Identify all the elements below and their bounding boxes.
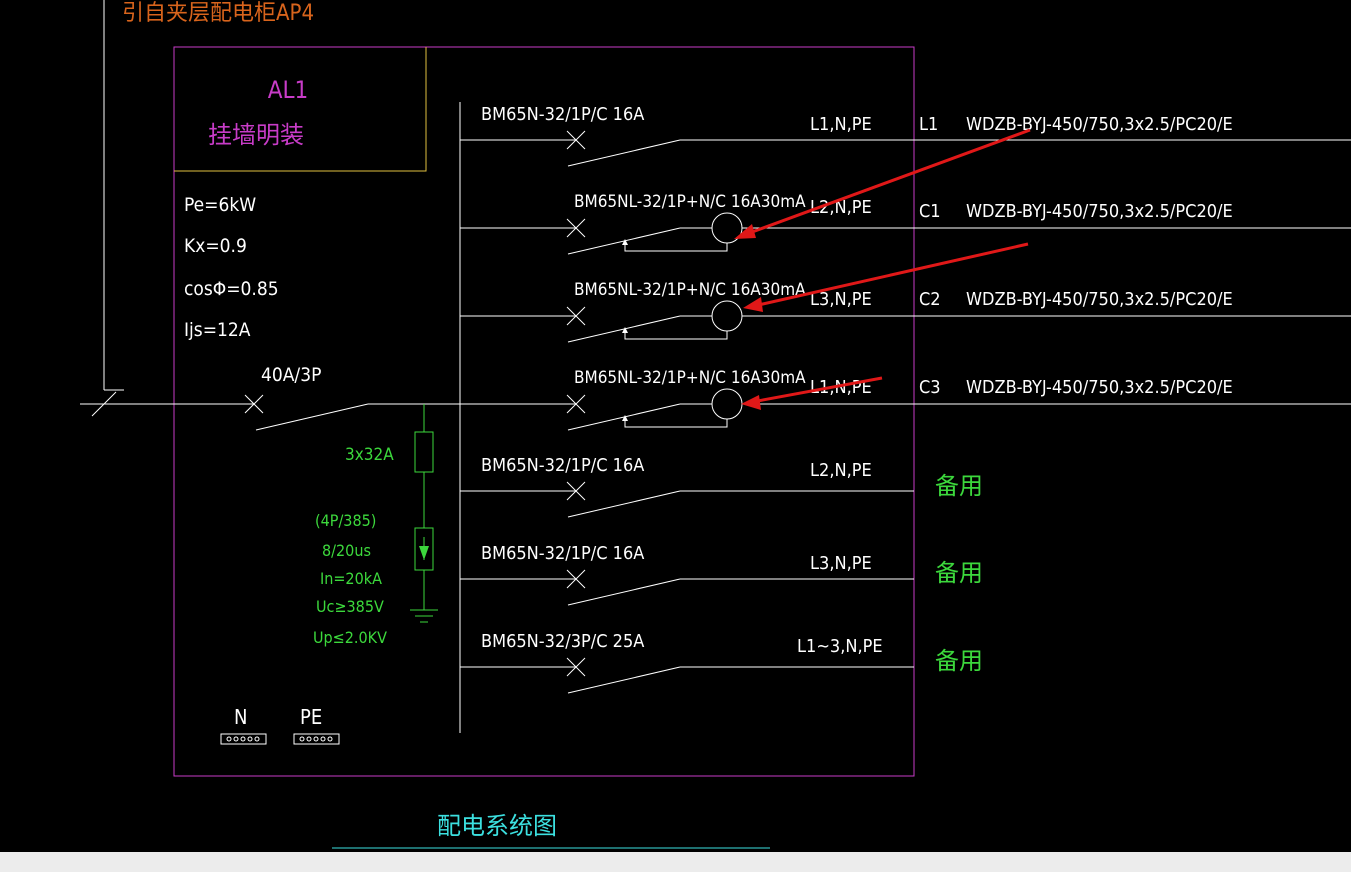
circuit-phase: L3,N,PE [810, 553, 872, 574]
circuit-row-l1[interactable]: BM65N-32/1P/C 16A L1,N,PE L1 WDZB-BYJ-45… [460, 104, 1351, 167]
circuit-id: C3 [919, 377, 941, 398]
panel-enclosure [173, 46, 915, 777]
spare-label: 备用 [935, 559, 983, 587]
circuit-phase: L1,N,PE [810, 114, 872, 135]
circuit-cable-spec: WDZB-BYJ-450/750,3x2.5/PC20/E [966, 201, 1233, 222]
n-terminal-bar [220, 733, 267, 745]
circuit-row-spare-1[interactable]: BM65N-32/1P/C 16A L2,N,PE 备用 [460, 455, 983, 518]
breaker-contact [567, 578, 681, 606]
circuit-row-c1[interactable]: BM65NL-32/1P+N/C 16A30mA L2,N,PE C1 WDZB… [460, 192, 1351, 255]
panel-name: AL1 [268, 76, 309, 104]
circuit-cable-spec: WDZB-BYJ-450/750,3x2.5/PC20/E [966, 289, 1233, 310]
circuit-id: C2 [919, 289, 941, 310]
spare-label: 备用 [935, 472, 983, 500]
rcd-sensor-icon [711, 388, 743, 420]
pe-terminal-bar [293, 733, 340, 745]
main-breaker-symbol [244, 394, 369, 431]
circuit-breaker-model: BM65N-32/1P/C 16A [481, 543, 644, 564]
circuit-id: L1 [919, 114, 938, 135]
circuit-phase: L2,N,PE [810, 197, 872, 218]
breaker-contact [567, 666, 681, 694]
spd-spec-wave: 8/20us [322, 541, 371, 560]
circuit-row-spare-2[interactable]: BM65N-32/1P/C 16A L3,N,PE 备用 [460, 543, 983, 606]
circuit-row-c3[interactable]: BM65NL-32/1P+N/C 16A30mA L1,N,PE C3 WDZB… [460, 368, 1351, 431]
circuit-breaker-model: BM65NL-32/1P+N/C 16A30mA [574, 368, 806, 388]
main-line-tick [91, 391, 117, 417]
spd-spec-uc: Uc≥385V [316, 597, 384, 616]
spd-fuse-rating: 3x32A [345, 445, 394, 465]
breaker-contact [567, 139, 681, 167]
n-bus-label: N [234, 705, 247, 729]
circuit-cable-spec: WDZB-BYJ-450/750,3x2.5/PC20/E [966, 114, 1233, 135]
panel-mount-type: 挂墙明装 [208, 121, 304, 149]
annotation-arrows [734, 128, 1031, 410]
pe-bus-label: PE [300, 705, 322, 729]
drawing-title: 配电系统图 [437, 812, 557, 840]
rcd-sensor-icon [711, 300, 743, 332]
rcd-trip-link [624, 416, 728, 428]
circuit-row-spare-3[interactable]: BM65N-32/3P/C 25A L1~3,N,PE 备用 [460, 631, 983, 694]
spd-spec-pole: (4P/385) [315, 511, 376, 530]
spd-fuse-symbol [414, 431, 434, 473]
circuit-id: C1 [919, 201, 941, 222]
panel-header-box [174, 47, 427, 172]
circuit-breaker-model: BM65N-32/3P/C 25A [481, 631, 644, 652]
circuit-breaker-model: BM65N-32/1P/C 16A [481, 104, 644, 125]
spd-spec-up: Up≤2.0KV [313, 628, 387, 647]
red-arrow-1 [743, 128, 1031, 237]
param-pe: Pe=6kW [184, 194, 256, 216]
red-arrow-2 [753, 242, 1029, 308]
param-kx: Kx=0.9 [184, 235, 247, 257]
breaker-contact [567, 490, 681, 518]
red-arrow-3 [751, 376, 883, 404]
circuit-phase: L1~3,N,PE [797, 636, 883, 657]
rcd-trip-link [624, 240, 728, 252]
rcd-trip-link [624, 328, 728, 340]
circuit-breaker-model: BM65N-32/1P/C 16A [481, 455, 644, 476]
main-breaker-rating: 40A/3P [261, 364, 321, 386]
param-ijs: Ijs=12A [184, 319, 251, 341]
bottom-status-strip [0, 852, 1351, 872]
circuit-phase: L3,N,PE [810, 289, 872, 310]
circuit-phase: L2,N,PE [810, 460, 872, 481]
param-cos-phi: cosΦ=0.85 [184, 278, 279, 300]
circuit-cable-spec: WDZB-BYJ-450/750,3x2.5/PC20/E [966, 377, 1233, 398]
source-label: 引自夹层配电柜AP4 [122, 1, 314, 26]
spd-spec-in: In=20kA [320, 569, 382, 588]
circuit-breaker-model: BM65NL-32/1P+N/C 16A30mA [574, 280, 806, 300]
spare-label: 备用 [935, 647, 983, 675]
spd-branch [410, 404, 438, 623]
circuit-breaker-model: BM65NL-32/1P+N/C 16A30mA [574, 192, 806, 212]
circuit-row-c2[interactable]: BM65NL-32/1P+N/C 16A30mA L3,N,PE C2 WDZB… [460, 280, 1351, 343]
